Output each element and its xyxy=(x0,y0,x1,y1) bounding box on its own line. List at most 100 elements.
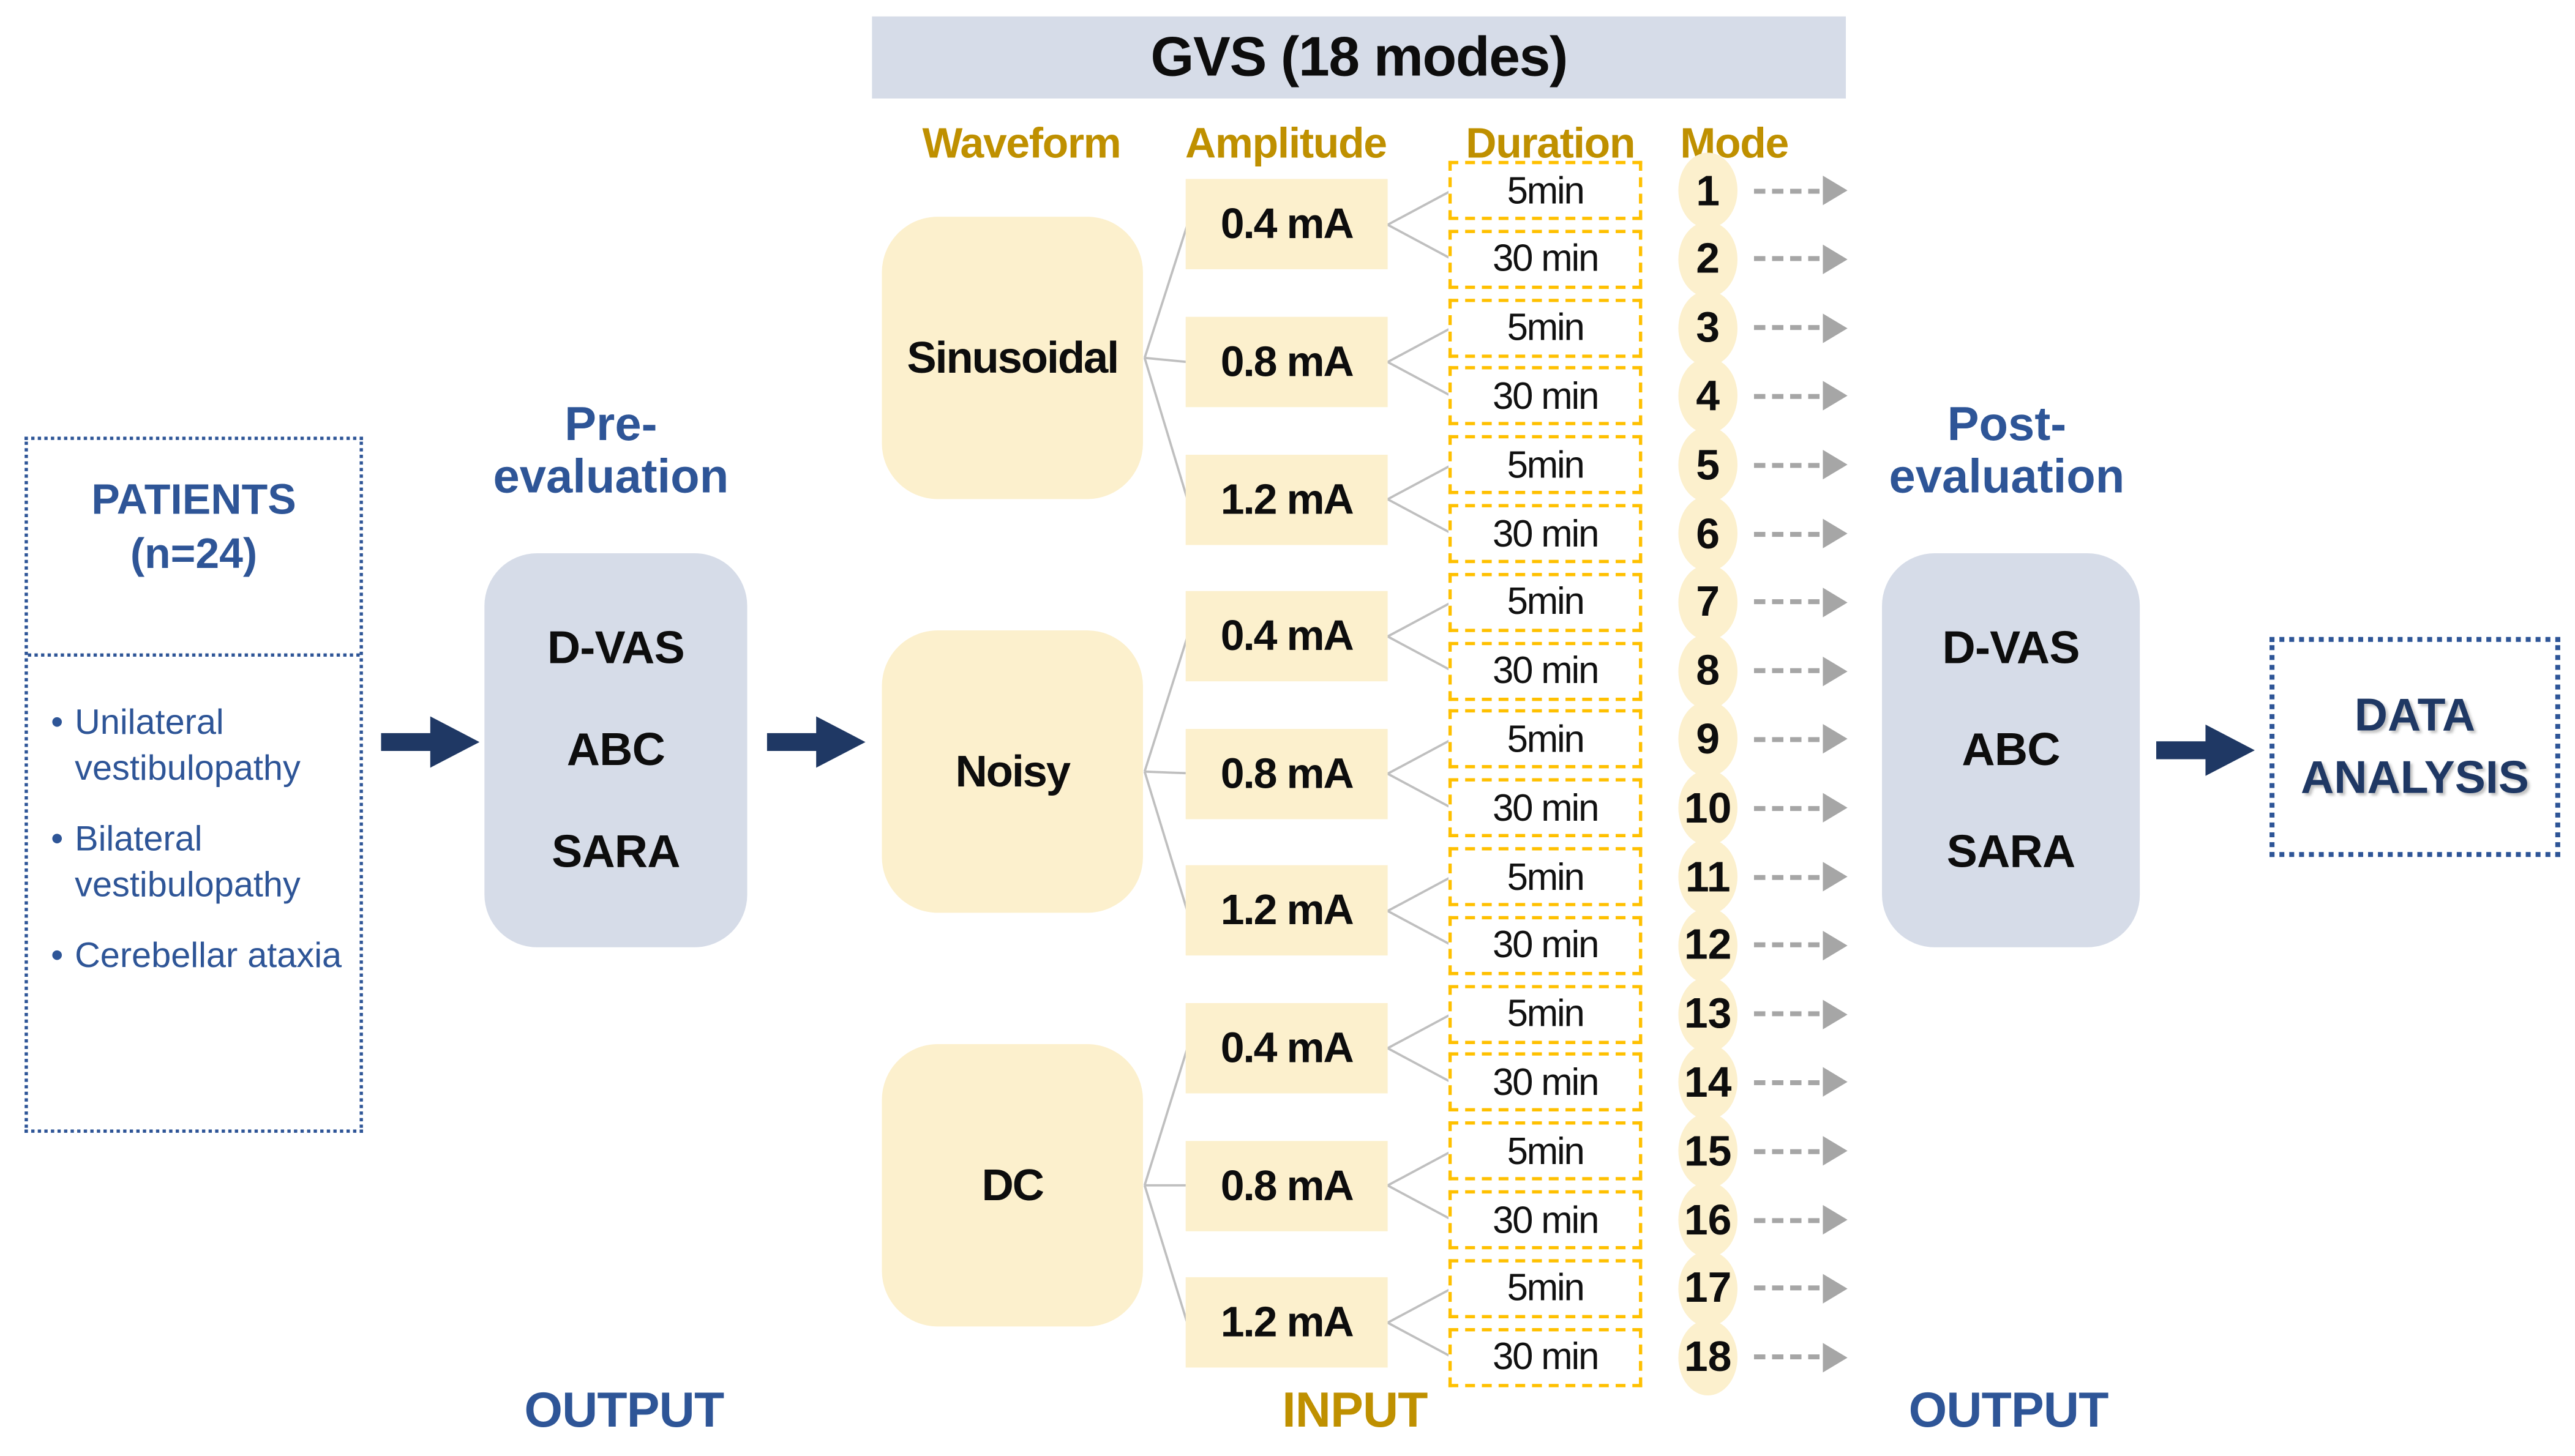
dashed-arrow-icon xyxy=(1753,517,1850,550)
gvs-title-band: GVS (18 modes) xyxy=(872,16,1846,99)
dashed-arrow-icon xyxy=(1753,861,1850,894)
data-analysis-line2: ANALYSIS xyxy=(2301,752,2529,803)
duration-box: 5min xyxy=(1448,572,1643,632)
pre-eval-item: D-VAS xyxy=(547,622,685,673)
amplitude-box: 0.4 mA xyxy=(1185,1002,1388,1094)
mode-circle: 4 xyxy=(1678,358,1737,435)
duration-box: 5min xyxy=(1448,298,1643,357)
flow-arrow-icon xyxy=(767,716,866,768)
mode-circle: 8 xyxy=(1678,633,1737,709)
data-analysis-label: DATA ANALYSIS xyxy=(2301,685,2529,809)
dashed-arrow-icon xyxy=(1753,1135,1850,1168)
mode-circle: 12 xyxy=(1678,907,1737,984)
pre-eval-item: SARA xyxy=(552,826,680,877)
patients-box: PATIENTS (n=24) • Unilateral vestibulopa… xyxy=(24,436,363,1133)
dashed-arrow-icon xyxy=(1753,929,1850,962)
input-label: INPUT xyxy=(1282,1384,1428,1438)
post-evaluation-title-line2: evaluation xyxy=(1889,452,2125,505)
pre-evaluation-title-line1: Pre- xyxy=(564,398,658,452)
patient-group-label: Cerebellar ataxia xyxy=(75,935,342,975)
duration-box: 5min xyxy=(1448,160,1643,220)
duration-box: 5min xyxy=(1448,435,1643,495)
dashed-arrow-icon xyxy=(1753,380,1850,413)
post-eval-item: D-VAS xyxy=(1942,622,2080,673)
patient-group-label: Unilateral vestibulopathy xyxy=(75,703,301,789)
patients-title-line2: (n=24) xyxy=(130,528,258,577)
dashed-arrow-icon xyxy=(1753,1272,1850,1305)
column-header-waveform: Waveform xyxy=(922,118,1122,168)
patients-title-line1: PATIENTS xyxy=(91,474,296,524)
dashed-arrow-icon xyxy=(1753,1066,1850,1099)
mode-circle: 13 xyxy=(1678,976,1737,1052)
column-header-duration: Duration xyxy=(1466,118,1635,168)
dashed-arrow-icon xyxy=(1753,449,1850,482)
mode-circle: 14 xyxy=(1678,1045,1737,1121)
duration-box: 30 min xyxy=(1448,229,1643,289)
data-analysis-line1: DATA xyxy=(2354,690,2476,741)
duration-box: 30 min xyxy=(1448,1327,1643,1387)
mode-circle: 11 xyxy=(1678,838,1737,915)
post-evaluation-title-line1: Post- xyxy=(1947,398,2067,452)
dashed-arrow-icon xyxy=(1753,242,1850,275)
flow-arrow-icon xyxy=(2156,724,2255,776)
post-eval-item: SARA xyxy=(1946,826,2075,877)
output-label-left: OUTPUT xyxy=(524,1384,724,1438)
post-eval-item: ABC xyxy=(1962,723,2060,775)
pre-evaluation-box: D-VAS ABC SARA xyxy=(484,553,748,947)
mode-circle: 16 xyxy=(1678,1182,1737,1258)
amplitude-box: 0.8 mA xyxy=(1185,728,1388,819)
duration-box: 30 min xyxy=(1448,367,1643,426)
amplitude-box: 0.4 mA xyxy=(1185,591,1388,682)
duration-box: 30 min xyxy=(1448,504,1643,564)
bullet-icon: • xyxy=(51,703,64,742)
amplitude-box: 0.4 mA xyxy=(1185,179,1388,270)
list-item: • Bilateral vestibulopathy xyxy=(51,815,350,908)
duration-box: 5min xyxy=(1448,847,1643,906)
dashed-arrow-icon xyxy=(1753,1203,1850,1236)
mode-circle: 18 xyxy=(1678,1319,1737,1395)
duration-box: 30 min xyxy=(1448,641,1643,701)
bullet-icon: • xyxy=(51,818,64,859)
dashed-arrow-icon xyxy=(1753,654,1850,687)
duration-box: 30 min xyxy=(1448,778,1643,838)
data-analysis-box: DATA ANALYSIS xyxy=(2270,637,2560,857)
duration-box: 5min xyxy=(1448,984,1643,1043)
mode-circle: 17 xyxy=(1678,1250,1737,1326)
list-item: • Cerebellar ataxia xyxy=(51,931,350,978)
pre-evaluation-title: Pre- evaluation xyxy=(430,399,792,506)
patients-list: • Unilateral vestibulopathy • Bilateral … xyxy=(51,700,350,1001)
dashed-arrow-icon xyxy=(1753,998,1850,1031)
patients-title: PATIENTS (n=24) xyxy=(28,473,360,580)
pre-evaluation-title-line2: evaluation xyxy=(493,452,729,505)
duration-box: 30 min xyxy=(1448,1053,1643,1113)
duration-box: 30 min xyxy=(1448,1190,1643,1250)
flow-arrow-icon xyxy=(381,716,480,768)
bullet-icon: • xyxy=(51,935,64,975)
output-label-right: OUTPUT xyxy=(1908,1384,2109,1438)
post-evaluation-title: Post- evaluation xyxy=(1826,399,2187,506)
patient-group-label: Bilateral vestibulopathy xyxy=(75,818,301,905)
dashed-arrow-icon xyxy=(1753,723,1850,756)
waveform-box: DC xyxy=(882,1044,1143,1327)
dashed-arrow-icon xyxy=(1753,174,1850,207)
dashed-arrow-icon xyxy=(1753,791,1850,824)
dashed-arrow-icon xyxy=(1753,1340,1850,1373)
list-item: • Unilateral vestibulopathy xyxy=(51,700,350,793)
mode-circle: 15 xyxy=(1678,1113,1737,1189)
mode-circle: 9 xyxy=(1678,701,1737,777)
amplitude-box: 1.2 mA xyxy=(1185,1277,1388,1368)
dashed-arrow-icon xyxy=(1753,312,1850,345)
mode-circle: 3 xyxy=(1678,289,1737,366)
column-header-amplitude: Amplitude xyxy=(1185,118,1387,168)
amplitude-box: 1.2 mA xyxy=(1185,454,1388,545)
amplitude-box: 0.8 mA xyxy=(1185,1140,1388,1231)
duration-box: 5min xyxy=(1448,709,1643,769)
amplitude-box: 0.8 mA xyxy=(1185,316,1388,408)
dashed-arrow-icon xyxy=(1753,586,1850,619)
duration-box: 5min xyxy=(1448,1258,1643,1318)
waveform-box: Sinusoidal xyxy=(882,217,1143,499)
post-evaluation-box: D-VAS ABC SARA xyxy=(1882,553,2140,947)
mode-circle: 6 xyxy=(1678,496,1737,572)
mode-circle: 7 xyxy=(1678,564,1737,640)
